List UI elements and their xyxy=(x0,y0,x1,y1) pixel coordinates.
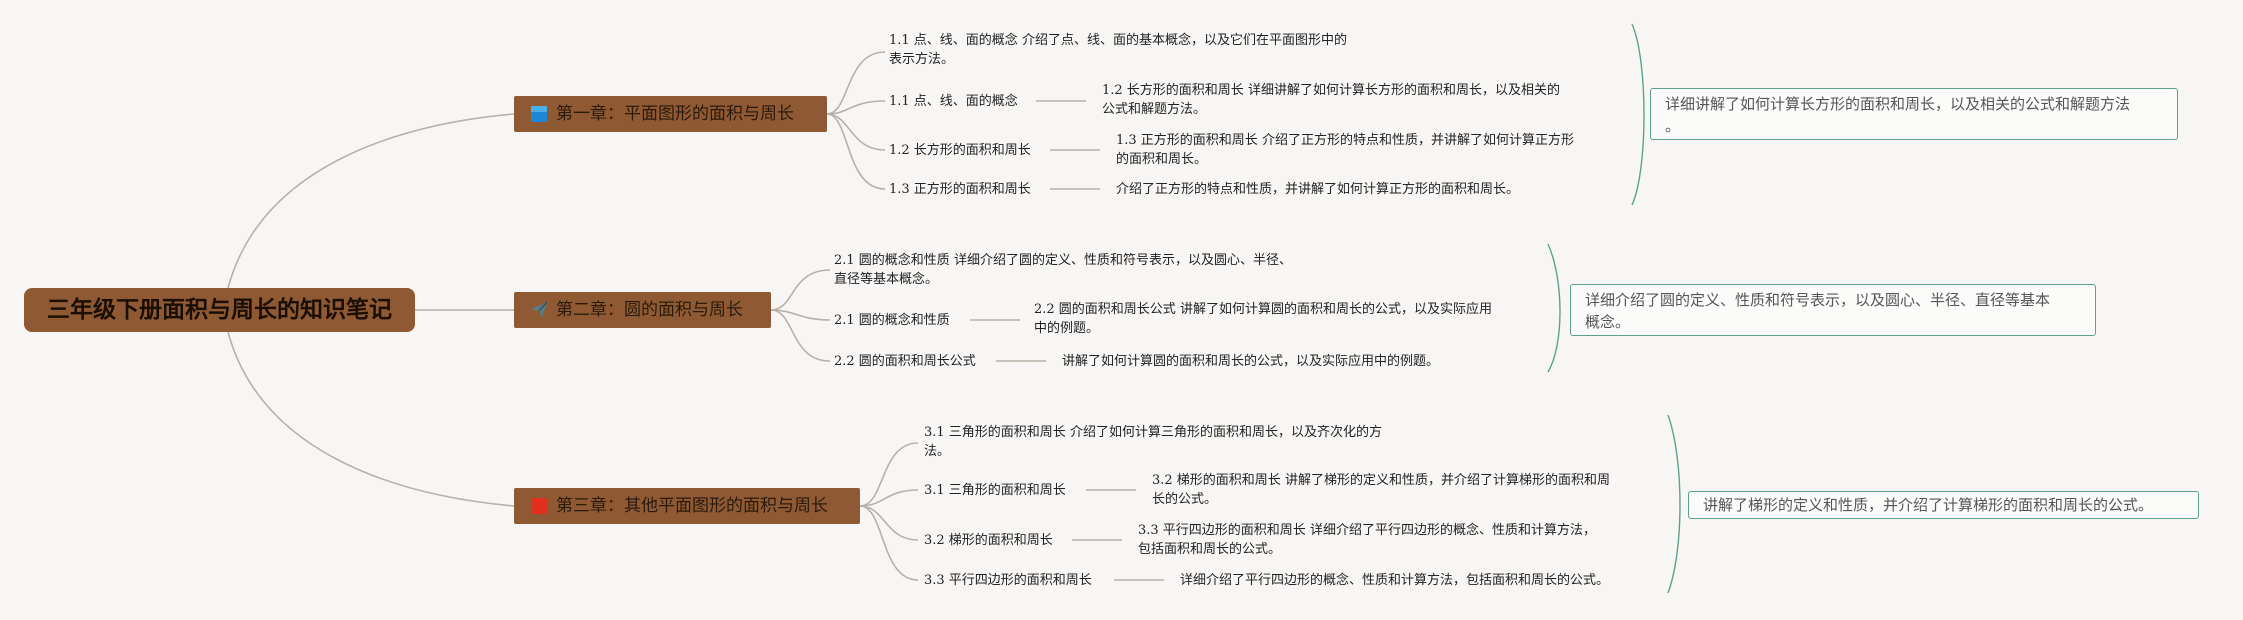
chapter-3-item-2-label[interactable]: 3.2 梯形的面积和周长 xyxy=(924,533,1053,548)
chapter-3-item-3-detail[interactable]: 详细介绍了平行四边形的概念、性质和计算方法，包括面积和周长的公式。 xyxy=(1180,573,1610,588)
blue-square-icon xyxy=(531,106,547,122)
chapter-3-title: 第三章：其他平面图形的面积与周长 xyxy=(556,496,828,516)
chapter-1-item-3-label[interactable]: 1.3 正方形的面积和周长 xyxy=(889,182,1031,197)
paper-plane-icon xyxy=(531,301,548,318)
chapter-3-item-3-label[interactable]: 3.3 平行四边形的面积和周长 xyxy=(924,573,1092,588)
chapter-1-summary[interactable]: 详细讲解了如何计算长方形的面积和周长，以及相关的公式和解题方法。 xyxy=(1650,88,2178,140)
chapter-1-item-1-label[interactable]: 1.1 点、线、面的概念 xyxy=(889,94,1018,109)
chapter-2-note-1[interactable]: 2.1 圆的概念和性质 详细介绍了圆的定义、性质和符号表示，以及圆心、半径、直径… xyxy=(834,253,1292,287)
chapter-2-summary[interactable]: 详细介绍了圆的定义、性质和符号表示，以及圆心、半径、直径等基本概念。 xyxy=(1570,284,2096,336)
chapter-3-note-1[interactable]: 3.1 三角形的面积和周长 介绍了如何计算三角形的面积和周长，以及齐次化的方法。 xyxy=(924,425,1382,459)
chapter-2-title: 第二章：圆的面积与周长 xyxy=(556,300,743,320)
chapter-2-node[interactable]: 第二章：圆的面积与周长 xyxy=(514,292,771,328)
chapter-1-node[interactable]: 第一章：平面图形的面积与周长 xyxy=(514,96,827,132)
chapter-3-item-2-detail[interactable]: 3.3 平行四边形的面积和周长 详细介绍了平行四边形的概念、性质和计算方法，包括… xyxy=(1138,523,1596,557)
chapter-1-item-2-label[interactable]: 1.2 长方形的面积和周长 xyxy=(889,143,1031,158)
chapter-1-item-1-detail[interactable]: 1.2 长方形的面积和周长 详细讲解了如何计算长方形的面积和周长，以及相关的公式… xyxy=(1102,83,1560,117)
chapter-2-item-1-label[interactable]: 2.1 圆的概念和性质 xyxy=(834,313,950,328)
chapter-1-title: 第一章：平面图形的面积与周长 xyxy=(556,104,794,124)
chapter-3-node[interactable]: 第三章：其他平面图形的面积与周长 xyxy=(514,488,860,524)
chapter-3-item-1-label[interactable]: 3.1 三角形的面积和周长 xyxy=(924,483,1066,498)
chapter-3-summary[interactable]: 讲解了梯形的定义和性质，并介绍了计算梯形的面积和周长的公式。 xyxy=(1688,491,2199,519)
chapter-1-item-2-detail[interactable]: 1.3 正方形的面积和周长 介绍了正方形的特点和性质，并讲解了如何计算正方形的面… xyxy=(1116,133,1574,167)
chapter-3-item-1-detail[interactable]: 3.2 梯形的面积和周长 讲解了梯形的定义和性质，并介绍了计算梯形的面积和周长的… xyxy=(1152,473,1610,507)
chapter-2-item-1-detail[interactable]: 2.2 圆的面积和周长公式 讲解了如何计算圆的面积和周长的公式，以及实际应用中的… xyxy=(1034,302,1492,336)
red-square-icon xyxy=(531,498,547,514)
root-topic[interactable]: 三年级下册面积与周长的知识笔记 xyxy=(24,288,415,332)
chapter-2-item-2-label[interactable]: 2.2 圆的面积和周长公式 xyxy=(834,354,976,369)
chapter-1-note-1[interactable]: 1.1 点、线、面的概念 介绍了点、线、面的基本概念，以及它们在平面图形中的表示… xyxy=(889,33,1347,67)
chapter-2-item-2-detail[interactable]: 讲解了如何计算圆的面积和周长的公式，以及实际应用中的例题。 xyxy=(1062,354,1440,369)
chapter-1-item-3-detail[interactable]: 介绍了正方形的特点和性质，并讲解了如何计算正方形的面积和周长。 xyxy=(1116,182,1520,197)
